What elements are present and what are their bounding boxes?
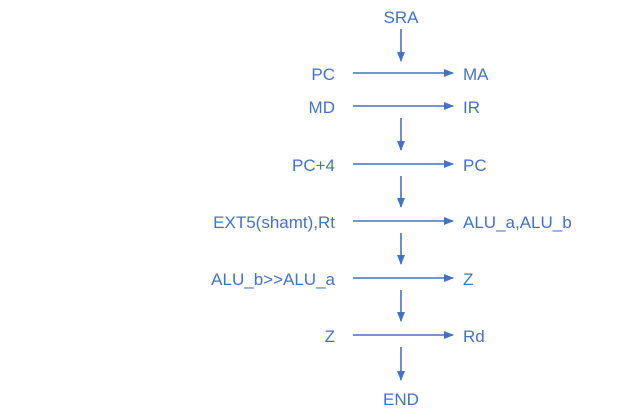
step-1-source: PC <box>311 65 335 84</box>
start-label: SRA <box>384 8 420 27</box>
step-4-source: EXT5(shamt),Rt <box>213 213 335 232</box>
step-2-source: MD <box>309 98 335 117</box>
step-5-source: ALU_b>>ALU_a <box>211 270 335 289</box>
step-row-3: PC+4 PC <box>292 156 487 175</box>
step-row-1: PC MA <box>311 65 489 84</box>
step-3-source: PC+4 <box>292 156 335 175</box>
step-1-target: MA <box>463 65 489 84</box>
step-row-6: Z Rd <box>325 327 485 346</box>
step-5-target: Z <box>463 270 473 289</box>
end-label: END <box>383 390 419 409</box>
step-6-target: Rd <box>463 327 485 346</box>
step-2-target: IR <box>463 98 480 117</box>
step-row-4: EXT5(shamt),Rt ALU_a,ALU_b <box>213 213 572 232</box>
step-row-5: ALU_b>>ALU_a Z <box>211 270 473 289</box>
step-6-source: Z <box>325 327 335 346</box>
step-3-target: PC <box>463 156 487 175</box>
step-4-target: ALU_a,ALU_b <box>463 213 572 232</box>
step-row-2: MD IR <box>309 98 480 117</box>
